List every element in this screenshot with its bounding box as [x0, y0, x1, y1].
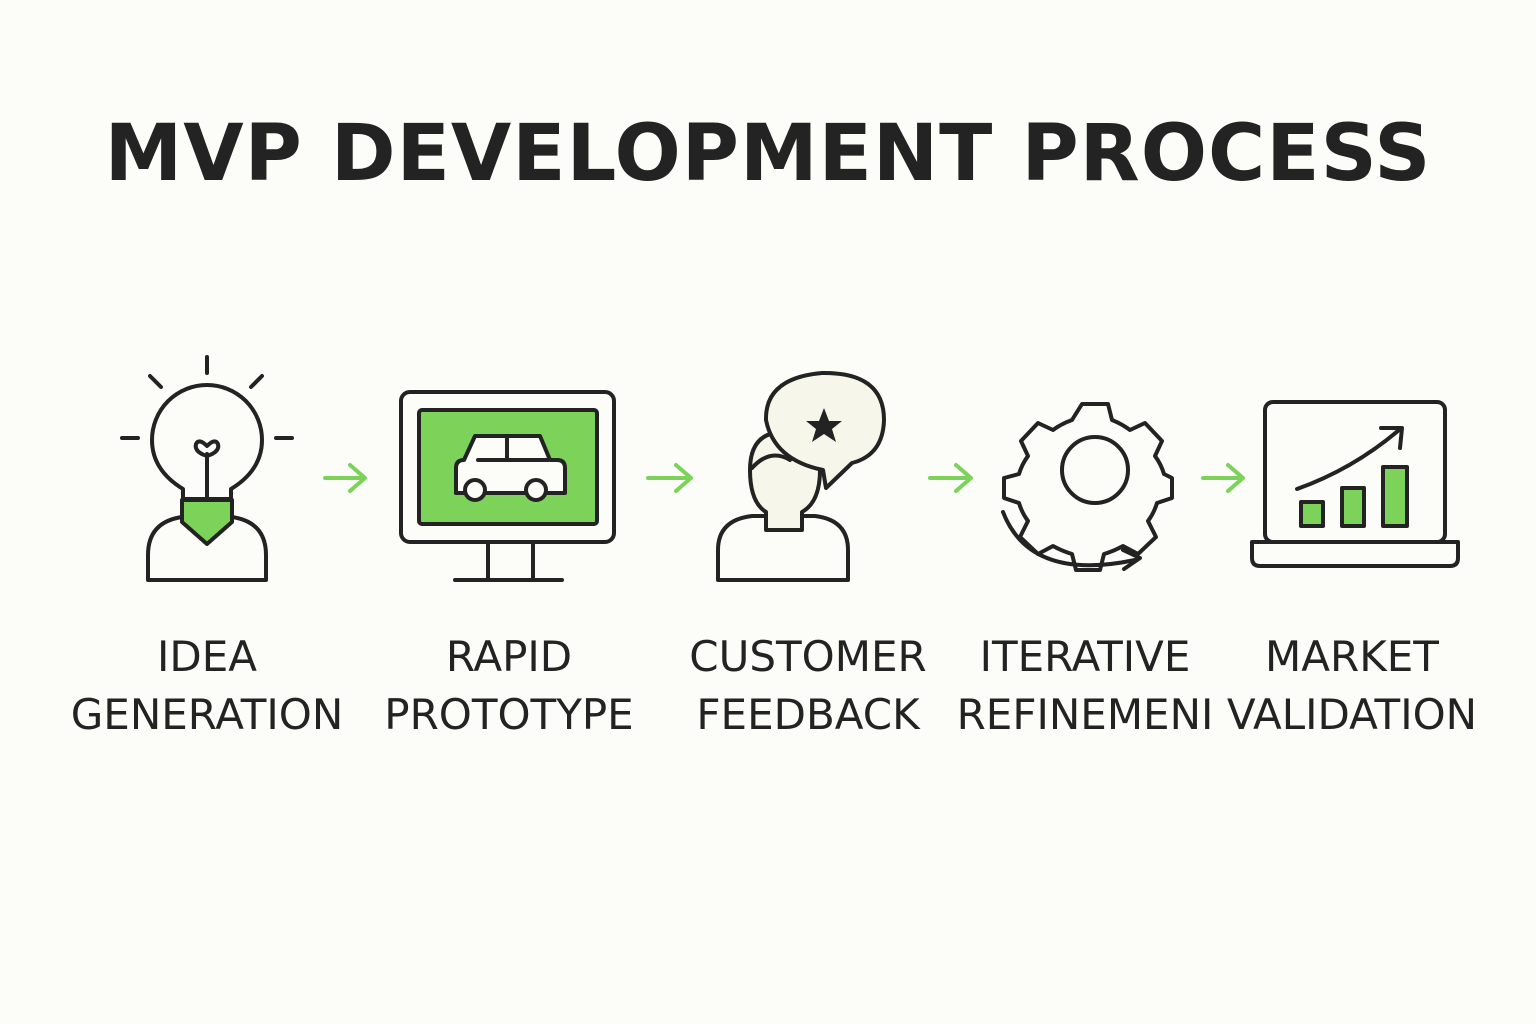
step-label-line: ITERATIVE: [979, 632, 1191, 681]
step-label-market-validation: MARKET VALIDATION: [1202, 628, 1502, 744]
step-label-line: CUSTOMER: [689, 632, 927, 681]
arrow-icon: [323, 463, 367, 493]
step-label-line: FEEDBACK: [696, 690, 920, 739]
page-title: MVP DEVELOPMENT PROCESS: [104, 109, 1432, 199]
arrow-icon: [1201, 463, 1245, 493]
step-label-iterative-refinement: ITERATIVE REFINEMENI: [935, 628, 1235, 744]
step-label-line: VALIDATION: [1226, 690, 1478, 739]
step-label-customer-feedback: CUSTOMER FEEDBACK: [658, 628, 958, 744]
gear-cycle-icon: [1001, 402, 1174, 572]
step-label-line: PROTOTYPE: [384, 690, 634, 739]
step-label-line: IDEA: [157, 632, 257, 681]
step-label-line: RAPID: [445, 632, 573, 681]
step-label-line: MARKET: [1265, 632, 1439, 681]
laptop-growth-chart-icon: [1250, 400, 1460, 568]
step-label-line: REFINEMENI: [956, 690, 1214, 739]
arrow-icon: [928, 463, 973, 493]
person-speech-star-icon: [716, 370, 886, 582]
lightbulb-head-icon: [120, 355, 294, 582]
step-label-line: GENERATION: [70, 690, 344, 739]
arrow-icon: [646, 463, 693, 493]
step-label-idea-generation: IDEA GENERATION: [57, 628, 357, 744]
monitor-car-icon: [399, 390, 616, 582]
step-label-rapid-prototype: RAPID PROTOTYPE: [359, 628, 659, 744]
